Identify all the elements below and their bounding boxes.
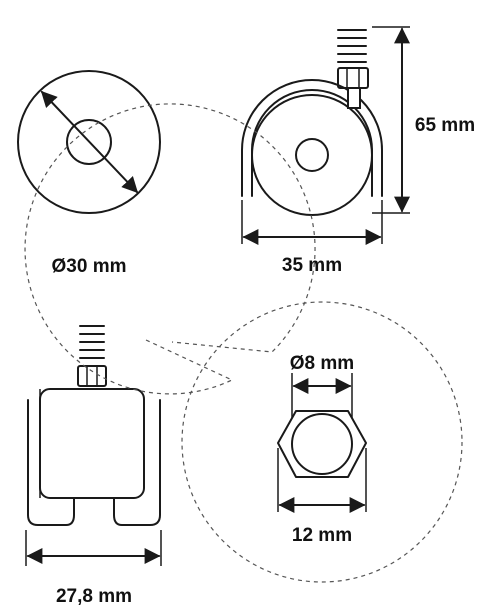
wheel-outer-circle xyxy=(17,70,161,214)
wheel-face-view xyxy=(17,70,161,214)
detail-callout xyxy=(24,103,463,583)
callout-dashed-outline xyxy=(24,103,316,395)
stem-side xyxy=(347,87,361,109)
axle-circle xyxy=(295,138,329,172)
caster-housing xyxy=(241,79,383,197)
callout-dashed-circle xyxy=(181,301,463,583)
hex-nut-detail xyxy=(277,410,367,478)
height-label: 65 mm xyxy=(415,115,475,136)
caster-front-view xyxy=(25,325,162,566)
left-wheel-front xyxy=(27,399,75,526)
caster-body-front xyxy=(39,388,145,499)
right-wheel-front xyxy=(113,399,161,526)
side-width-label: 35 mm xyxy=(282,255,342,276)
spring-front xyxy=(79,325,105,359)
spring-top xyxy=(337,29,367,63)
hex-width-label: 12 mm xyxy=(292,525,352,546)
diameter-arrow xyxy=(40,90,139,194)
stem-diameter-label: Ø8 mm xyxy=(290,353,354,374)
stem-bore-circle xyxy=(291,413,353,475)
caster-side-view xyxy=(241,26,410,245)
wheel-side-circle xyxy=(251,94,373,216)
front-width-label: 27,8 mm xyxy=(56,586,132,607)
hex-nut-side xyxy=(337,67,369,89)
hex-nut-front xyxy=(77,365,107,387)
wheel-diameter-label: Ø30 mm xyxy=(52,256,127,277)
